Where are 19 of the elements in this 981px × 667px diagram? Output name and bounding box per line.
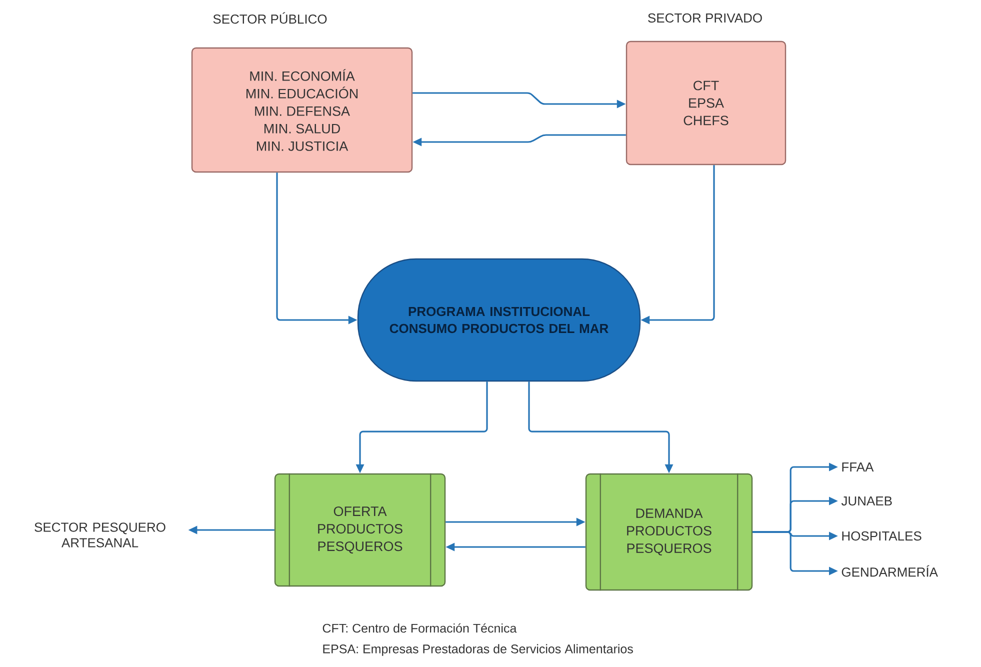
footnote: EPSA: Empresas Prestadoras de Servicios Alimentarios — [323, 644, 633, 656]
sector-box: MIN. ECONOMÍA MIN. EDUCACIÓN MIN. DEFENSA MIN. SALUD MIN. JUSTICIA — [191, 47, 413, 173]
target-label: JUNAEB — [841, 496, 892, 506]
node-label: MIN. ECONOMÍA — [250, 69, 355, 81]
sector-heading: SECTOR PRIVADO — [648, 13, 762, 23]
target-label: FFAA — [842, 462, 874, 472]
node-label: MIN. EDUCACIÓN — [246, 86, 358, 98]
process-box: DEMANDA PRODUCTOS PESQUEROS — [585, 473, 753, 591]
node-label: MIN. DEFENSA — [255, 106, 350, 116]
target-label: HOSPITALES — [842, 531, 922, 541]
program-terminal: PROGRAMA INSTITUCIONAL CONSUMO PRODUCTOS DEL MAR — [357, 258, 641, 382]
sector-box: CFT EPSA CHEFS — [626, 40, 786, 166]
sector-heading: SECTOR PÚBLICO — [213, 12, 327, 24]
sector-label: SECTOR PESQUERO ARTESANAL — [34, 522, 166, 548]
process-box: OFERTA PRODUCTOS PESQUEROS — [274, 473, 446, 587]
node-label: MIN. SALUD — [264, 124, 340, 134]
target-label: GENDARMERÍA — [842, 565, 938, 577]
footnote: CFT: Centro de Formación Técnica — [322, 623, 517, 633]
node-label: MIN. JUSTICIA — [256, 141, 348, 151]
